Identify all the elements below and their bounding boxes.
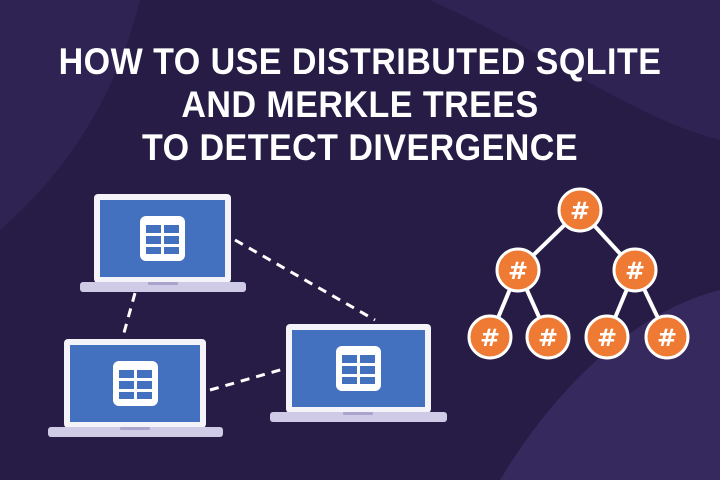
hash-icon: # <box>480 324 500 352</box>
hash-node: # <box>495 247 541 293</box>
page-title: HOW TO USE DISTRIBUTED SQLITE AND MERKLE… <box>29 40 691 169</box>
table-icon <box>336 346 381 391</box>
hash-icon: # <box>597 324 617 352</box>
hash-icon: # <box>538 324 558 352</box>
laptop-1 <box>80 194 246 292</box>
merkle-tree: # # # # # # # <box>467 187 690 360</box>
title-line-1: HOW TO USE DISTRIBUTED SQLITE <box>58 41 662 82</box>
hash-node: # <box>557 187 603 233</box>
table-icon <box>140 216 185 261</box>
hash-icon: # <box>657 324 677 352</box>
hash-node: # <box>612 247 658 293</box>
title-line-3: TO DETECT DIVERGENCE <box>141 127 579 168</box>
hash-node: # <box>644 314 690 360</box>
hash-node: # <box>525 314 571 360</box>
hash-icon: # <box>508 257 528 285</box>
table-icon <box>113 361 158 406</box>
hash-node: # <box>467 314 513 360</box>
laptop-2 <box>48 339 223 437</box>
hash-node: # <box>584 314 630 360</box>
title-line-2: AND MERKLE TREES <box>181 84 539 125</box>
laptop-3 <box>270 324 447 422</box>
background-blob-top-right <box>430 0 720 140</box>
background-blob-left <box>0 0 140 230</box>
hash-icon: # <box>570 197 590 225</box>
hash-icon: # <box>625 257 645 285</box>
connection-lines <box>120 238 376 392</box>
